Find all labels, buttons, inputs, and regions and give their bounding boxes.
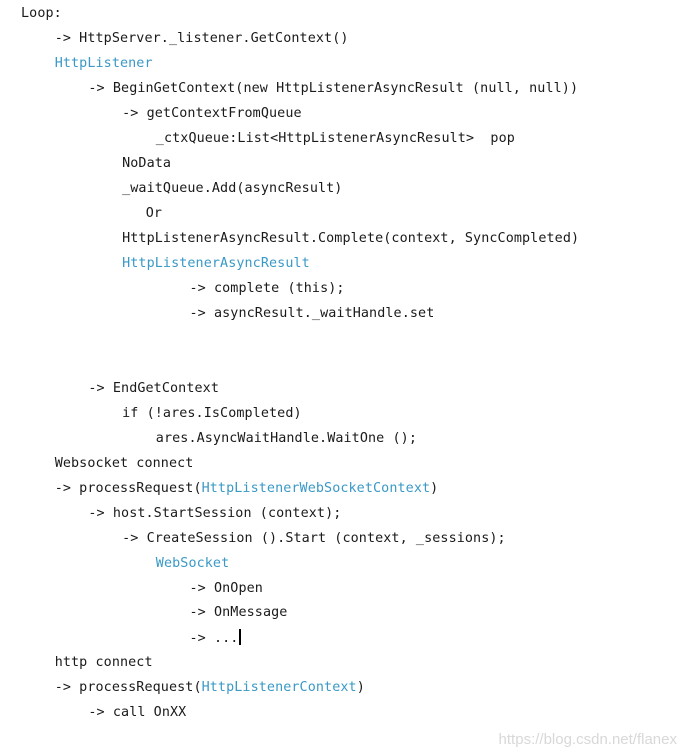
- code-token: _waitQueue.Add(asyncResult): [122, 181, 343, 196]
- code-token: http connect: [54, 655, 153, 670]
- code-type-token: HttpListener: [54, 56, 153, 71]
- code-token: -> getContextFromQueue: [122, 106, 302, 121]
- code-token: -> HttpServer._listener.GetContext(): [54, 31, 349, 46]
- code-line: http connect: [55, 654, 153, 672]
- code-line: HttpListener: [55, 55, 153, 73]
- code-line: -> BeginGetContext(new HttpListenerAsync…: [88, 80, 578, 98]
- code-line: -> ...: [190, 629, 242, 648]
- code-line: NoData: [122, 155, 171, 173]
- code-line: -> host.StartSession (context);: [88, 505, 341, 523]
- code-line: _ctxQueue:List<HttpListenerAsyncResult> …: [156, 130, 515, 148]
- code-token: if (!ares.IsCompleted): [122, 406, 302, 421]
- code-token: -> call OnXX: [88, 705, 187, 720]
- code-line: -> OnOpen: [190, 580, 263, 598]
- code-token: -> processRequest(: [54, 481, 202, 496]
- code-type-token: HttpListenerAsyncResult: [122, 256, 310, 271]
- code-line: -> EndGetContext: [88, 380, 219, 398]
- code-token: NoData: [122, 156, 172, 171]
- code-line: -> asyncResult._waitHandle.set: [190, 305, 435, 323]
- code-line: HttpListenerAsyncResult: [122, 255, 310, 273]
- code-token: HttpListenerAsyncResult.Complete(context…: [122, 231, 580, 246]
- text-cursor: [239, 629, 242, 645]
- code-token: -> OnMessage: [189, 605, 288, 620]
- code-line: -> processRequest(HttpListenerWebSocketC…: [55, 480, 439, 498]
- watermark: https://blog.csdn.net/flanex: [498, 731, 677, 748]
- code-line: -> getContextFromQueue: [122, 105, 302, 123]
- code-line: ares.AsyncWaitHandle.WaitOne ();: [156, 430, 417, 448]
- code-line: if (!ares.IsCompleted): [122, 405, 302, 423]
- code-line: _waitQueue.Add(asyncResult): [122, 180, 342, 198]
- code-type-token: WebSocket: [155, 556, 230, 571]
- code-type-token: HttpListenerContext: [201, 680, 357, 695]
- code-token: -> OnOpen: [189, 581, 263, 596]
- code-token: -> BeginGetContext(new HttpListenerAsync…: [88, 81, 579, 96]
- code-token: Websocket connect: [54, 456, 194, 471]
- code-line: -> complete (this);: [190, 280, 345, 298]
- code-line: -> call OnXX: [88, 704, 186, 722]
- code-token: -> EndGetContext: [88, 381, 219, 396]
- code-type-token: HttpListenerWebSocketContext: [201, 481, 431, 496]
- code-line: -> HttpServer._listener.GetContext(): [55, 30, 349, 48]
- code-token: ): [430, 481, 439, 496]
- code-line: Websocket connect: [55, 455, 194, 473]
- code-line: Or: [146, 205, 162, 223]
- code-line: -> CreateSession ().Start (context, _ses…: [122, 530, 506, 548]
- code-token: ares.AsyncWaitHandle.WaitOne ();: [155, 431, 417, 446]
- code-line: Loop:: [21, 5, 62, 23]
- code-token: -> asyncResult._waitHandle.set: [189, 306, 435, 321]
- code-token: -> complete (this);: [189, 281, 345, 296]
- code-token: -> ...: [189, 631, 239, 646]
- code-token: -> processRequest(: [54, 680, 202, 695]
- code-line: -> processRequest(HttpListenerContext): [55, 679, 365, 697]
- code-token: _ctxQueue:List<HttpListenerAsyncResult> …: [155, 131, 515, 146]
- code-line: WebSocket: [156, 555, 229, 573]
- code-token: ): [356, 680, 365, 695]
- code-line: -> OnMessage: [190, 604, 288, 622]
- code-token: -> CreateSession ().Start (context, _ses…: [122, 531, 506, 546]
- code-token: -> host.StartSession (context);: [88, 506, 342, 521]
- code-line: HttpListenerAsyncResult.Complete(context…: [122, 230, 579, 248]
- code-token: Or: [145, 206, 163, 221]
- code-token: Loop:: [21, 6, 62, 21]
